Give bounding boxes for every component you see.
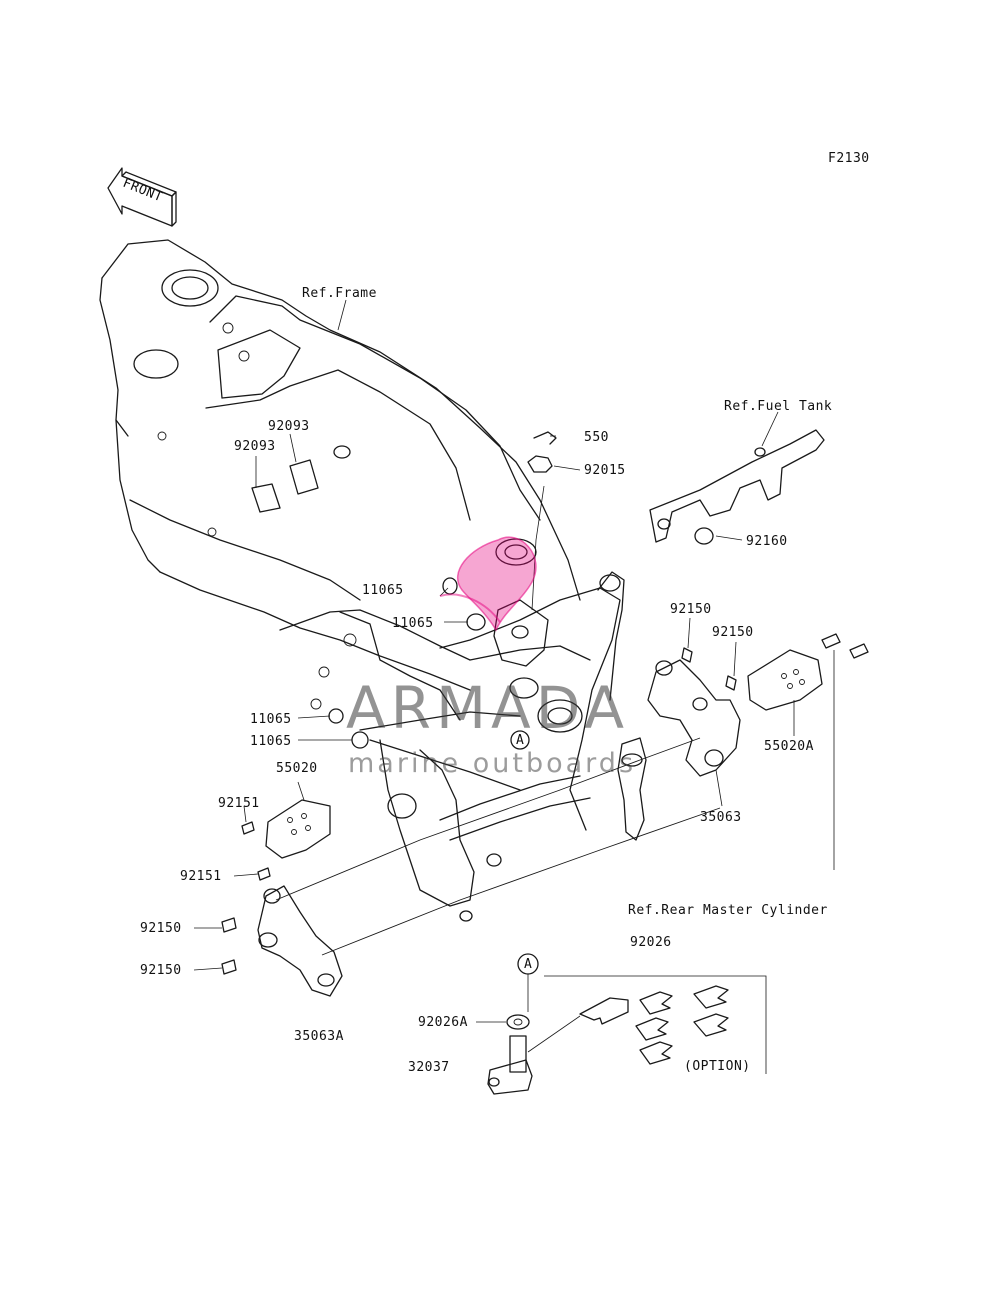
- part-11065-label-b: 11065: [392, 616, 434, 631]
- part-92151-label-a: 92151: [218, 796, 260, 811]
- callout-marker-upper-label: A: [516, 733, 524, 748]
- fuel-tank-bracket: [649, 429, 825, 545]
- ref-fuel-tank-label: Ref.Fuel Tank: [724, 399, 832, 414]
- part-550-label: 550: [584, 430, 609, 445]
- part-92150-label-c: 92150: [140, 921, 182, 936]
- part-92093-label-a: 92093: [268, 419, 310, 434]
- decal-92093-parts: [251, 459, 319, 513]
- front-arrow-icon: FRONT: [107, 167, 177, 227]
- part-35063A-label: 35063A: [294, 1029, 344, 1044]
- callout-marker-lower: A: [517, 953, 539, 975]
- left-footpeg-assembly: [221, 799, 343, 997]
- watermark: ARMADA marine outboards: [346, 536, 636, 779]
- part-92151-label-b: 92151: [180, 869, 222, 884]
- part-55020A-label: 55020A: [764, 739, 814, 754]
- part-92026-label: 92026: [630, 935, 672, 950]
- ref-frame-label: Ref.Frame: [302, 286, 377, 301]
- part-92150-label-d: 92150: [140, 963, 182, 978]
- figure-code: F2130: [828, 151, 870, 166]
- labels: Ref.Frame Ref.Fuel Tank Ref.Rear Master …: [140, 286, 832, 1075]
- leader-lines: [193, 299, 835, 1023]
- part-55020-label: 55020: [276, 761, 318, 776]
- callout-marker-upper: A: [510, 730, 530, 750]
- part-92160-label: 92160: [746, 534, 788, 549]
- watermark-brand: ARMADA: [346, 674, 629, 742]
- part-92093-label-b: 92093: [234, 439, 276, 454]
- part-11065-label-c: 11065: [250, 712, 292, 727]
- front-label: FRONT: [121, 176, 165, 206]
- part-11065-label-a: 11065: [362, 583, 404, 598]
- part-92026A-label: 92026A: [418, 1015, 468, 1030]
- part-11065-label-d: 11065: [250, 734, 292, 749]
- frame-drawing: [99, 239, 721, 956]
- option-label: (OPTION): [684, 1059, 751, 1074]
- option-detail: [487, 975, 767, 1095]
- right-footpeg-assembly: [617, 633, 869, 841]
- part-35063-label: 35063: [700, 810, 742, 825]
- ref-rear-master-cylinder-label: Ref.Rear Master Cylinder: [628, 903, 828, 918]
- part-92150-label-b: 92150: [712, 625, 754, 640]
- watermark-logo-icon: [439, 536, 537, 632]
- watermark-tagline: marine outboards: [348, 748, 636, 779]
- part-92150-label-a: 92150: [670, 602, 712, 617]
- callout-marker-lower-label: A: [524, 957, 532, 972]
- part-32037-label: 32037: [408, 1060, 450, 1075]
- part-92015-label: 92015: [584, 463, 626, 478]
